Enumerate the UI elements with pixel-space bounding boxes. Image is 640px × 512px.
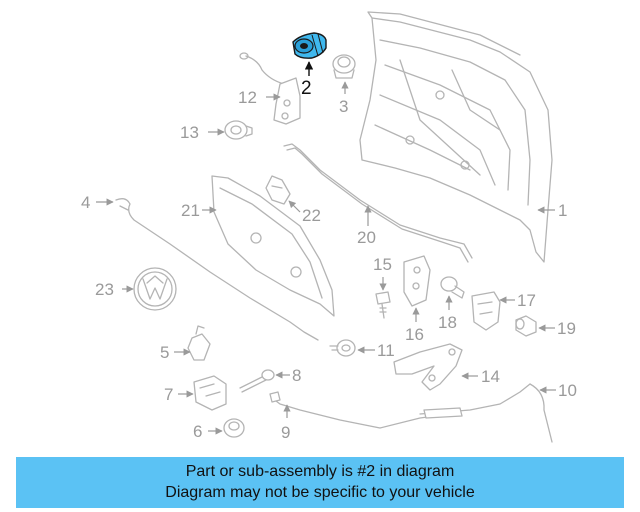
- callout-7: 7: [164, 385, 194, 404]
- callout-2: 2: [301, 61, 314, 99]
- callout-15: 15: [373, 255, 392, 291]
- svg-text:17: 17: [517, 291, 536, 310]
- part-21-insulation-pad[interactable]: [211, 175, 335, 317]
- svg-text:3: 3: [339, 97, 348, 116]
- part-5-clip[interactable]: [187, 325, 211, 361]
- callout-11: 11: [357, 341, 395, 360]
- svg-text:8: 8: [292, 366, 301, 385]
- part-16-hinge-plate[interactable]: [403, 255, 431, 307]
- part-9-cable[interactable]: [269, 391, 451, 429]
- svg-text:18: 18: [438, 313, 457, 332]
- callout-12: 12: [238, 88, 281, 107]
- part-23-vw-emblem[interactable]: [133, 267, 177, 311]
- svg-text:22: 22: [302, 206, 321, 225]
- part-17-lock[interactable]: [471, 291, 501, 331]
- callout-17: 17: [499, 291, 536, 310]
- part-13-bolt[interactable]: [224, 120, 253, 140]
- svg-text:14: 14: [481, 367, 500, 386]
- callout-14: 14: [461, 367, 500, 386]
- svg-text:11: 11: [377, 341, 395, 360]
- part-4-release-cable[interactable]: [115, 198, 319, 341]
- callout-6: 6: [193, 422, 223, 441]
- callout-8: 8: [275, 366, 301, 385]
- callout-22: 22: [288, 200, 321, 225]
- svg-text:7: 7: [164, 385, 173, 404]
- part-19-buffer[interactable]: [515, 315, 537, 337]
- part-6-grommet[interactable]: [223, 418, 245, 438]
- part-info-banner: Part or sub-assembly is #2 in diagram Di…: [16, 457, 624, 508]
- part-20-prop-rod[interactable]: [283, 143, 473, 263]
- svg-text:13: 13: [180, 123, 199, 142]
- svg-text:6: 6: [193, 422, 202, 441]
- svg-text:1: 1: [558, 201, 567, 220]
- part-15-bolt[interactable]: [375, 291, 391, 319]
- part-18-bolt[interactable]: [440, 276, 465, 299]
- callout-1: 1: [537, 201, 567, 220]
- callout-5: 5: [160, 343, 191, 362]
- callout-18: 18: [438, 295, 457, 332]
- banner-line-disclaimer: Diagram may not be specific to your vehi…: [165, 484, 475, 501]
- part-2-buffer-highlighted[interactable]: [292, 32, 327, 59]
- part-1-hood[interactable]: [359, 11, 553, 263]
- svg-text:16: 16: [405, 325, 424, 344]
- callout-3: 3: [339, 81, 349, 116]
- callout-13: 13: [180, 123, 225, 142]
- callout-21: 21: [181, 201, 217, 220]
- part-7-latch-block[interactable]: [193, 375, 227, 411]
- callout-20: 20: [357, 205, 376, 247]
- svg-text:21: 21: [181, 201, 200, 220]
- banner-line-part-number: Part or sub-assembly is #2 in diagram: [185, 463, 455, 480]
- svg-text:4: 4: [81, 193, 90, 212]
- part-11-bolt[interactable]: [329, 339, 356, 357]
- svg-text:12: 12: [238, 88, 257, 107]
- svg-text:19: 19: [557, 319, 576, 338]
- svg-text:20: 20: [357, 228, 376, 247]
- svg-text:23: 23: [95, 280, 114, 299]
- part-8-bolt[interactable]: [239, 369, 275, 393]
- svg-text:5: 5: [160, 343, 169, 362]
- callout-16: 16: [405, 307, 424, 344]
- part-14-hinge[interactable]: [393, 343, 463, 391]
- callout-19: 19: [538, 319, 576, 338]
- callout-23: 23: [95, 280, 134, 299]
- part-10-cable[interactable]: [419, 383, 553, 443]
- svg-text:2: 2: [301, 78, 312, 99]
- svg-text:10: 10: [558, 381, 577, 400]
- callout-10: 10: [539, 381, 577, 400]
- svg-text:15: 15: [373, 255, 392, 274]
- svg-text:9: 9: [281, 423, 290, 442]
- callout-9: 9: [281, 404, 291, 442]
- part-12-cable-bracket[interactable]: [239, 52, 301, 125]
- part-3-grommet[interactable]: [332, 54, 356, 79]
- callout-4: 4: [81, 193, 114, 212]
- part-22-clip[interactable]: [265, 175, 291, 205]
